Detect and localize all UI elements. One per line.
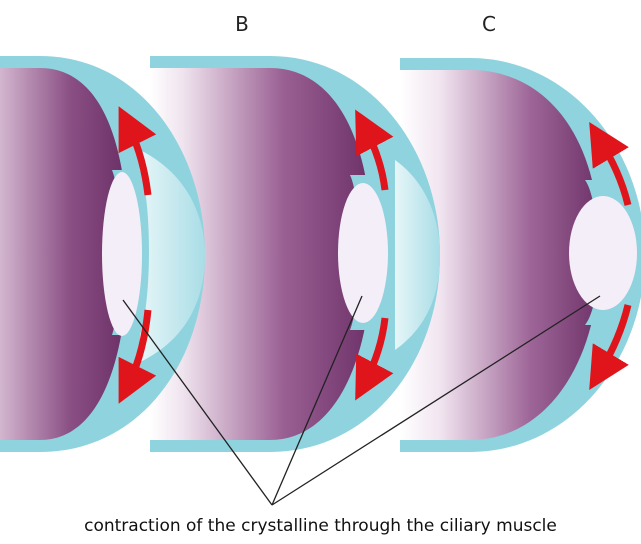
eye-b-lens bbox=[338, 183, 388, 323]
diagram-caption: contraction of the crystalline through t… bbox=[0, 516, 641, 536]
eye-a-lens bbox=[102, 172, 142, 336]
panel-label-b: B bbox=[222, 12, 262, 36]
panel-label-c: C bbox=[469, 12, 509, 36]
eye-c-lens bbox=[569, 196, 637, 310]
